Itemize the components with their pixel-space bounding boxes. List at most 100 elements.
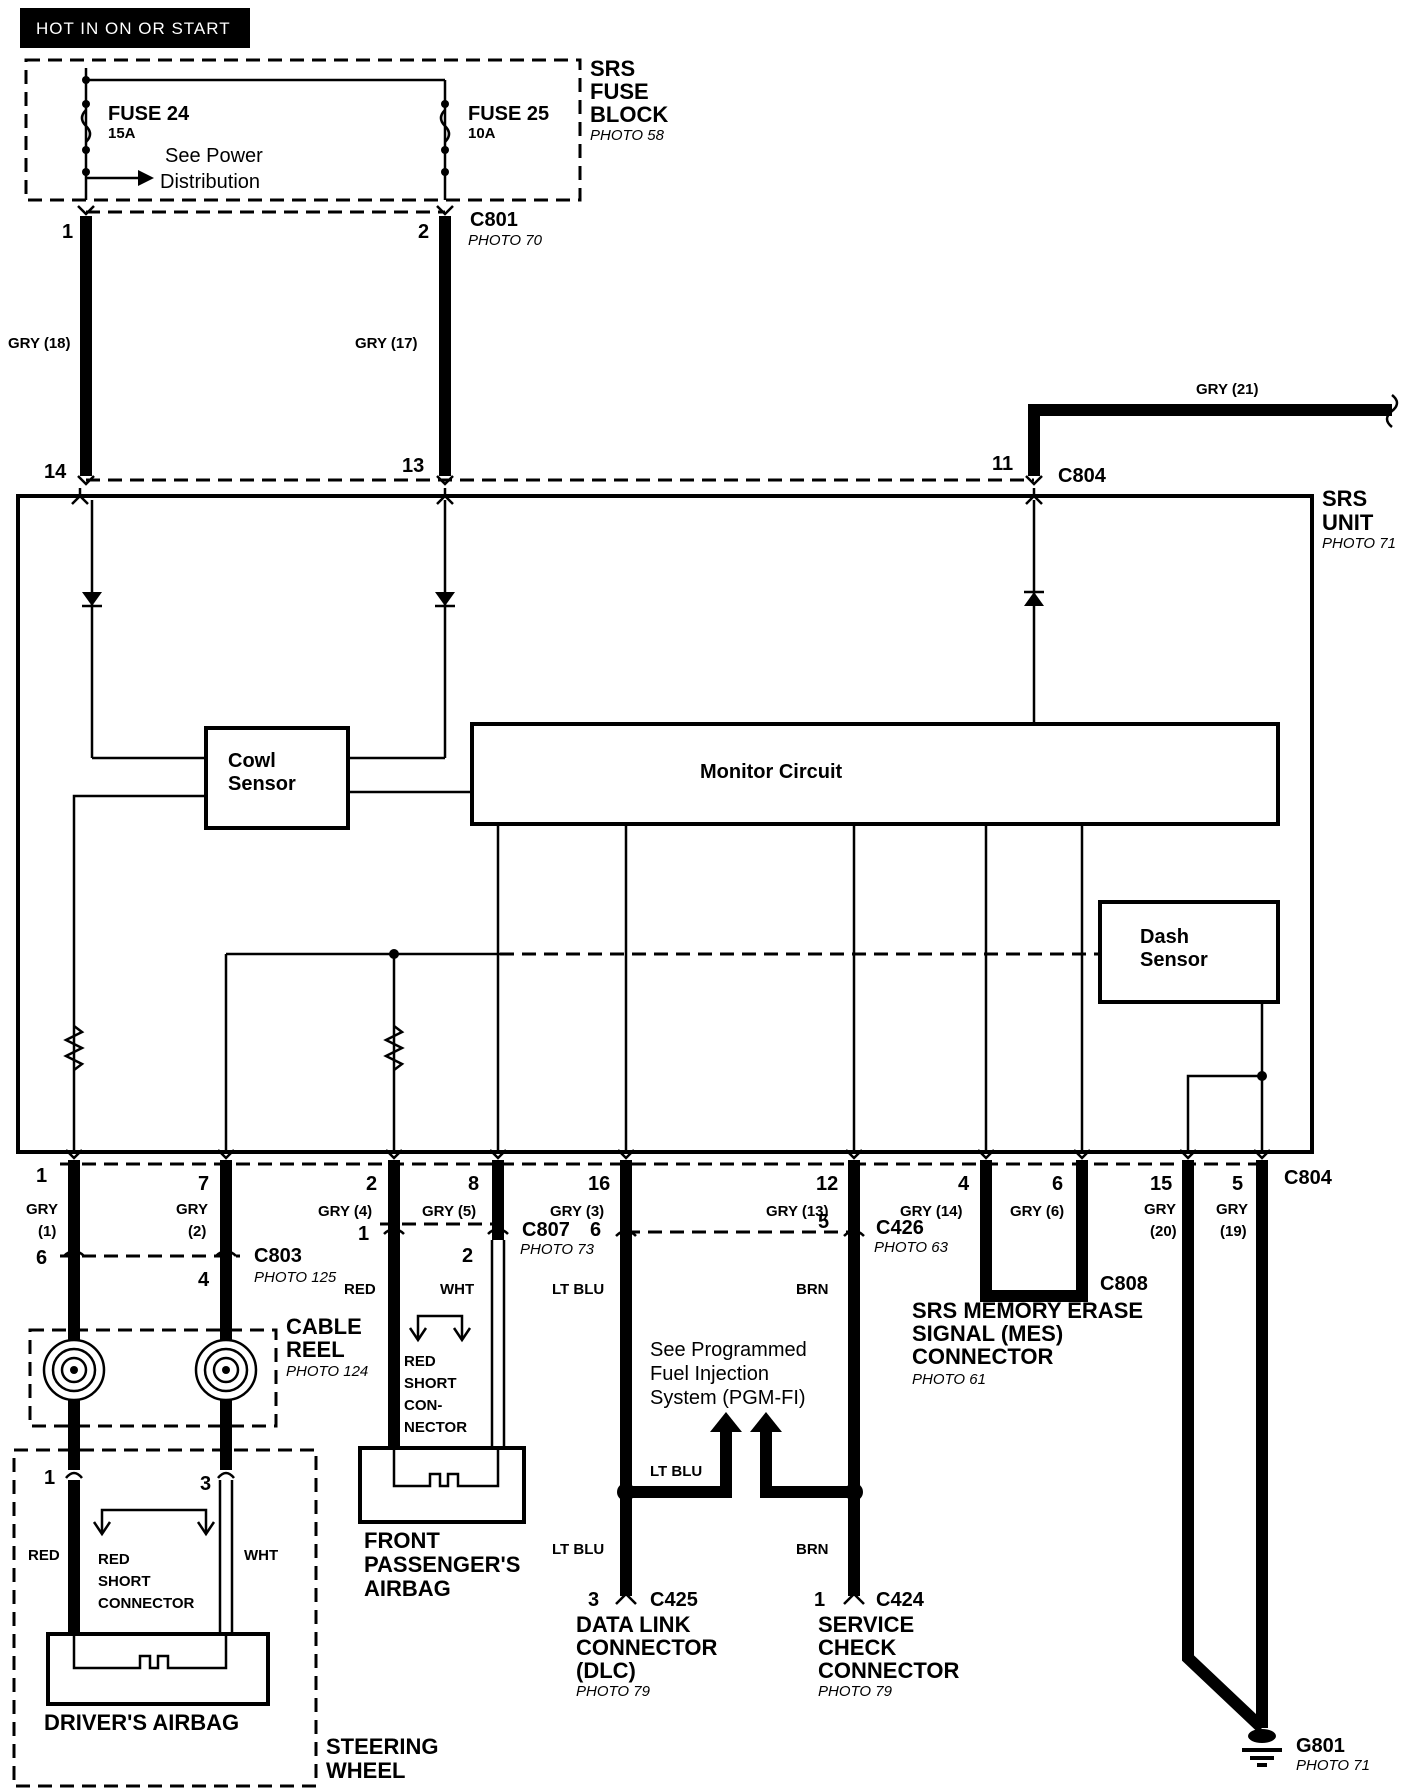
ground-photo: PHOTO 71: [1296, 1757, 1370, 1774]
wire-label-pin5-num: (19): [1220, 1223, 1247, 1240]
driver-pin-3: 3: [200, 1473, 211, 1495]
wire-label-gry-14: GRY (14): [900, 1203, 963, 1220]
dlc-title-1: DATA LINK: [576, 1612, 691, 1637]
scc-title-1: SERVICE: [818, 1612, 914, 1637]
mes-photo: PHOTO 61: [912, 1371, 986, 1388]
c804-top-pin-14: 14: [44, 461, 67, 483]
c807-pin-2: 2: [462, 1245, 473, 1267]
c804-bot-pin-12: 12: [816, 1173, 838, 1195]
hot-label-box: [20, 8, 250, 48]
dlc-pin: 3: [588, 1589, 599, 1611]
driver-short-2: SHORT: [98, 1573, 151, 1590]
monitor-circuit-label: Monitor Circuit: [700, 761, 843, 783]
c804-bottom-name: C804: [1284, 1167, 1333, 1189]
fuse-block-title-2: FUSE: [590, 79, 649, 104]
cowl-sensor-label-2: Sensor: [228, 773, 296, 795]
steering-wheel-box: [12, 1448, 318, 1788]
ground-name: G801: [1296, 1735, 1345, 1757]
c804-bot-pin-16: 16: [588, 1173, 610, 1195]
fuse-block-photo: PHOTO 58: [590, 127, 665, 144]
wire-label-brn-upper: BRN: [796, 1281, 829, 1298]
c803-name: C803: [254, 1245, 302, 1267]
hot-label: HOT IN ON OR START: [36, 19, 231, 38]
pgmfi-arrow-left-icon: [710, 1412, 742, 1432]
resistor-left-icon: [63, 1025, 85, 1071]
c804-bot-pin-5: 5: [1232, 1173, 1243, 1195]
passenger-short-arrow-right-icon: [452, 1327, 472, 1343]
c807-photo: PHOTO 73: [520, 1241, 595, 1258]
fuse-25-rating: 10A: [468, 125, 496, 142]
wire-label-gry-17: GRY (17): [355, 335, 418, 352]
diode-right-icon: [1024, 592, 1044, 606]
fuse-block-title-3: BLOCK: [590, 102, 668, 127]
ground-icon: [1242, 1729, 1282, 1767]
c804-bot-pin-4: 4: [958, 1173, 970, 1195]
driver-short-1: RED: [98, 1551, 130, 1568]
c801-name: C801: [470, 209, 518, 231]
steering-wheel-title-1: STEERING: [326, 1734, 438, 1759]
scc-photo: PHOTO 79: [818, 1683, 893, 1700]
wire-label-gry-13: GRY (13): [766, 1203, 829, 1220]
fuse-25-icon: [439, 109, 451, 143]
wire-label-gry-4: GRY (4): [318, 1203, 372, 1220]
c803-pin-6: 6: [36, 1247, 47, 1269]
c804-bot-pin-2: 2: [366, 1173, 377, 1195]
fuse-24-name: FUSE 24: [108, 103, 190, 125]
wire-label-pin1-num: (1): [38, 1223, 56, 1240]
see-power-arrow-icon: [138, 170, 154, 186]
passenger-title-1: FRONT: [364, 1528, 440, 1553]
c807-pin-6: 6: [590, 1219, 601, 1241]
wire-gry-21: [1028, 404, 1392, 476]
wire-label-gry-3: GRY (3): [550, 1203, 604, 1220]
passenger-title-3: AIRBAG: [364, 1576, 451, 1601]
passenger-short-2: SHORT: [404, 1375, 457, 1392]
driver-short-3: CONNECTOR: [98, 1595, 195, 1612]
mes-title-2: SIGNAL (MES): [912, 1321, 1063, 1346]
cable-reel-title-1: CABLE: [286, 1314, 362, 1339]
c808-name: C808: [1100, 1273, 1148, 1295]
passenger-title-2: PASSENGER'S: [364, 1552, 520, 1577]
dlc-name: C425: [650, 1589, 698, 1611]
wire-label-brn-lower: BRN: [796, 1541, 829, 1558]
passenger-short-4: NECTOR: [404, 1419, 467, 1436]
c804-top-name: C804: [1058, 465, 1107, 487]
monitor-circuit-box: [470, 722, 1280, 826]
driver-pin-1: 1: [44, 1467, 55, 1489]
c804-top-pin-11: 11: [992, 453, 1013, 475]
pgmfi-note-2: Fuel Injection: [650, 1363, 769, 1385]
passenger-wire-wht: WHT: [440, 1281, 474, 1298]
wire-label-gry-21: GRY (21): [1196, 381, 1259, 398]
driver-short-arrow-right-icon: [196, 1521, 216, 1537]
wire-label-pin15-num: (20): [1150, 1223, 1177, 1240]
c804-top-pin-13: 13: [402, 455, 424, 477]
fuse-24-icon: [80, 109, 92, 143]
c804-bot-pin-1: 1: [36, 1165, 47, 1187]
c426-name: C426: [876, 1217, 924, 1239]
c804-bot-pin-8: 8: [468, 1173, 479, 1195]
pgmfi-arrow-right-icon: [750, 1412, 782, 1432]
fuse-block-box: [24, 58, 582, 202]
diode-mid-icon: [435, 592, 455, 606]
wire-label-lt-blu-mid: LT BLU: [650, 1463, 702, 1480]
c804-bot-pin-15: 15: [1150, 1173, 1172, 1195]
c426-pin-5: 5: [818, 1211, 829, 1233]
diode-left-icon: [82, 592, 102, 606]
c803-photo: PHOTO 125: [254, 1269, 337, 1286]
dash-sensor-label-1: Dash: [1140, 926, 1189, 948]
wire-label-gry-6: GRY (6): [1010, 1203, 1064, 1220]
passenger-short-arrow-left-icon: [408, 1327, 428, 1343]
c807-name: C807: [522, 1219, 570, 1241]
driver-short-arrow-left-icon: [92, 1521, 112, 1537]
scc-title-2: CHECK: [818, 1635, 896, 1660]
wire-label-pin1-gry: GRY: [26, 1201, 58, 1218]
srs-unit-title-2: UNIT: [1322, 510, 1374, 535]
see-power-line-1: See Power: [165, 145, 263, 167]
scc-name: C424: [876, 1589, 925, 1611]
c426-photo: PHOTO 63: [874, 1239, 949, 1256]
wire-label-pin15-gry: GRY: [1144, 1201, 1176, 1218]
cable-reel-photo: PHOTO 124: [286, 1363, 368, 1380]
c801-photo: PHOTO 70: [468, 232, 543, 249]
see-power-line-2: Distribution: [160, 171, 260, 193]
mes-title-1: SRS MEMORY ERASE: [912, 1298, 1143, 1323]
